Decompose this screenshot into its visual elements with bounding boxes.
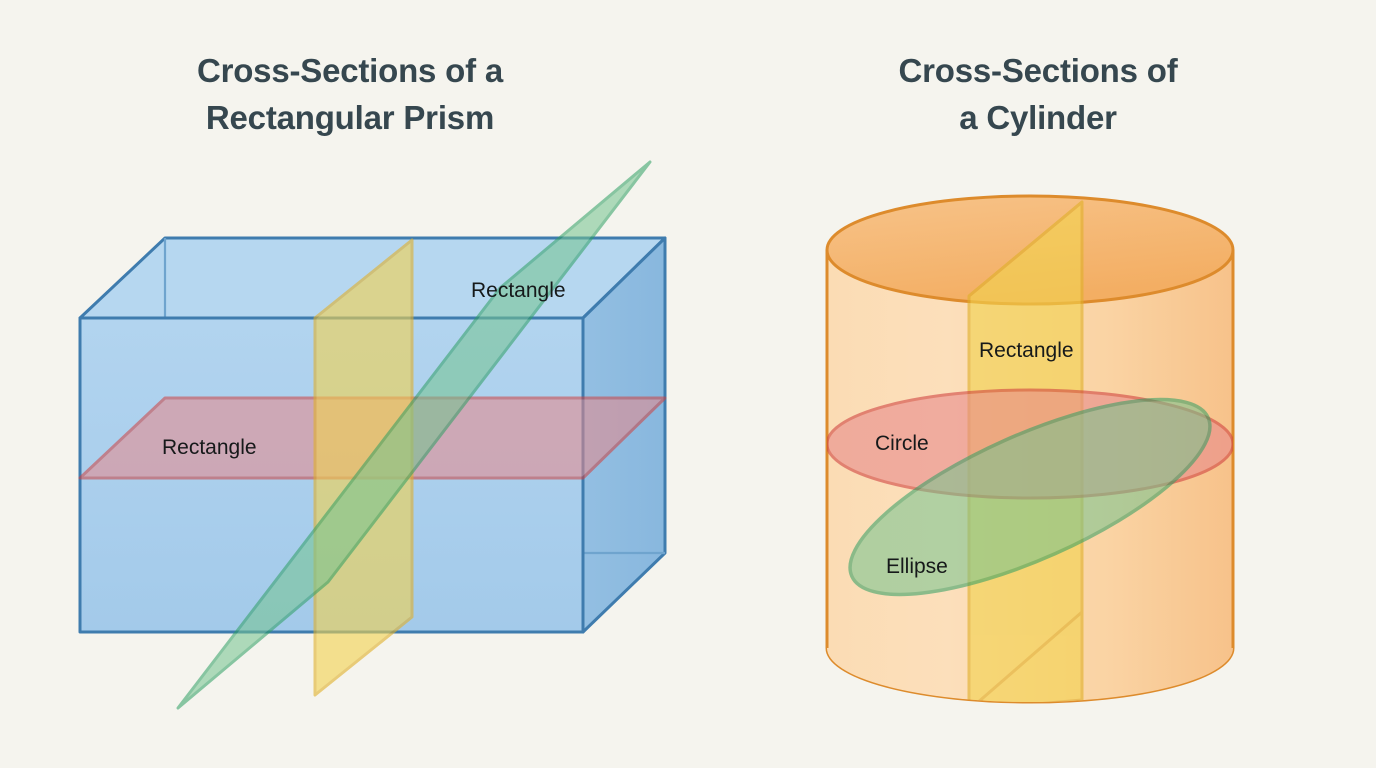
cylinder-yellow-plane-depth-edge-bottom xyxy=(968,610,1083,702)
cylinder-label-ellipse: Ellipse xyxy=(886,555,948,578)
page-title-rectangular-prism: Cross-Sections of a Rectangular Prism xyxy=(196,52,504,136)
prism-label-diagonal-rectangle: Rectangle xyxy=(471,279,566,302)
cylinder-green-ellipse xyxy=(848,397,1212,597)
cylinder-label-rectangle: Rectangle xyxy=(979,339,1074,362)
prism-green-plane xyxy=(176,160,652,710)
cylinder-label-circle: Circle xyxy=(875,432,929,455)
cylinder-yellow-plane-depth-edge xyxy=(968,200,1083,298)
panel-cylinder: Cross-Sections of a Cylinder xyxy=(700,0,1376,768)
page-title-cylinder: Cross-Sections of a Cylinder xyxy=(898,52,1178,136)
prism-label-horizontal-rectangle: Rectangle xyxy=(162,436,257,459)
panel-rectangular-prism: Cross-Sections of a Rectangular Prism xyxy=(196,52,504,136)
cylinder-cross-section-tilted xyxy=(848,397,1212,597)
prism-cross-section-diagonal xyxy=(176,160,652,710)
